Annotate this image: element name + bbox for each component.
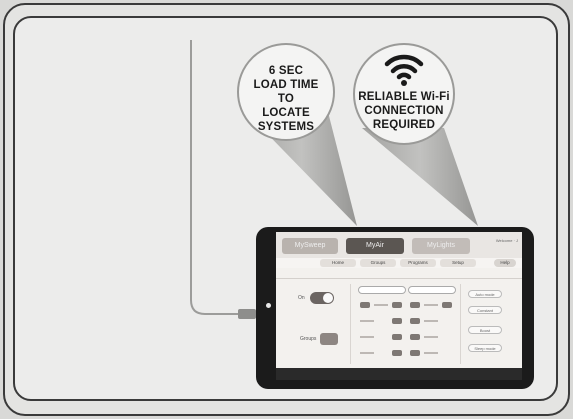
nav-setup[interactable]: Setup <box>440 259 476 267</box>
separator-left <box>350 284 351 364</box>
control-label: Groups <box>300 336 316 342</box>
wifi-callout: RELIABLE Wi-Fi CONNECTION REQUIRED <box>355 90 453 132</box>
nav-home[interactable]: Home <box>320 259 356 267</box>
zone-select-1[interactable] <box>358 286 406 294</box>
mode-button-auto[interactable]: Auto mode <box>468 290 502 298</box>
zone-select-2[interactable] <box>408 286 456 294</box>
usb-plug <box>238 309 256 319</box>
wifi-line2: CONNECTION <box>355 104 453 118</box>
zone-pill[interactable] <box>410 350 420 356</box>
welcome-text: Welcome · J <box>496 238 518 243</box>
zone-pill[interactable] <box>360 302 370 308</box>
zone-text <box>360 320 374 322</box>
nav-groups[interactable]: Groups <box>360 259 396 267</box>
zone-pill[interactable] <box>392 302 402 308</box>
nav-programs[interactable]: Programs <box>400 259 436 267</box>
toggle-label: On <box>298 295 305 301</box>
zone-pill[interactable] <box>442 302 452 308</box>
app-nav: Home Groups Programs Setup <box>276 258 522 268</box>
wifi-cone <box>362 128 478 226</box>
divider <box>276 278 522 279</box>
zone-text <box>424 320 438 322</box>
power-toggle[interactable] <box>310 292 334 304</box>
tab-mylights[interactable]: MyLights <box>412 238 470 254</box>
zone-text <box>360 352 374 354</box>
zone-pill[interactable] <box>410 318 420 324</box>
wifi-line1: RELIABLE Wi-Fi <box>355 90 453 104</box>
mode-button-constant[interactable]: Constant <box>468 306 502 314</box>
zone-text <box>424 304 438 306</box>
load-time-line2: LOAD TIME TO <box>246 78 326 106</box>
load-time-line3: LOCATE <box>246 106 326 120</box>
separator-right <box>460 284 461 364</box>
zone-pill[interactable] <box>392 350 402 356</box>
tablet-camera <box>266 303 271 308</box>
zone-pill[interactable] <box>392 318 402 324</box>
zone-pill[interactable] <box>410 302 420 308</box>
zone-pill[interactable] <box>410 334 420 340</box>
app-header: MySweep MyAir MyLights Welcome · J <box>276 232 522 258</box>
tab-mysweep[interactable]: MySweep <box>282 238 338 254</box>
control-down-button[interactable] <box>320 333 338 345</box>
zone-pill[interactable] <box>392 334 402 340</box>
mode-button-boost[interactable]: Boost <box>468 326 502 334</box>
toggle-knob <box>323 293 333 303</box>
zone-text <box>424 352 438 354</box>
wifi-line3: REQUIRED <box>355 118 453 132</box>
zone-text <box>424 336 438 338</box>
zone-text <box>360 336 374 338</box>
load-time-line1: 6 SEC <box>246 64 326 78</box>
mode-button-sleep[interactable]: Sleep mode <box>468 344 502 352</box>
android-nav-bar <box>276 368 522 380</box>
load-time-line4: SYSTEMS <box>246 120 326 134</box>
tab-myair[interactable]: MyAir <box>346 238 404 254</box>
help-button[interactable]: Help <box>494 259 516 267</box>
tablet-screen: MySweep MyAir MyLights Welcome · J Home … <box>276 232 522 380</box>
load-time-callout: 6 SEC LOAD TIME TO LOCATE SYSTEMS <box>246 64 326 134</box>
zone-text <box>374 304 388 306</box>
usb-cable <box>191 40 244 314</box>
